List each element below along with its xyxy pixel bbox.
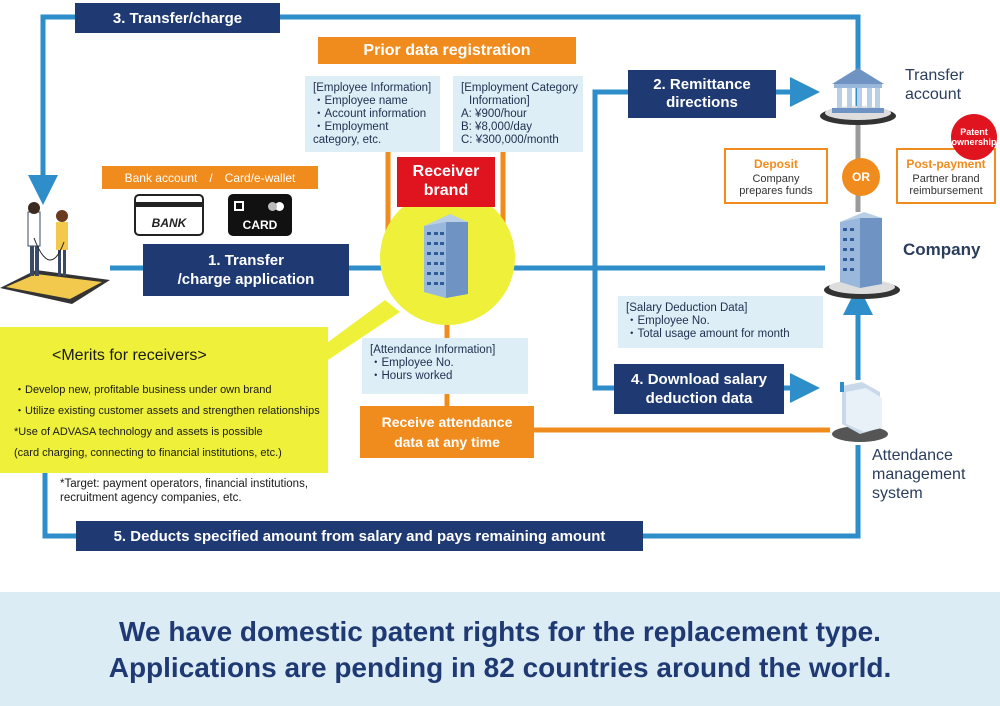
step-2-remittance-directions: 2. Remittance directions	[628, 70, 776, 118]
merit-item: *Use of ADVASA technology and assets is …	[14, 426, 263, 438]
merit-item: ・Utilize existing customer assets and st…	[14, 405, 320, 417]
attendance-info-box: [Attendance Information] ・Employee No. ・…	[362, 338, 528, 394]
salary-deduction-line: ・Employee No.	[626, 315, 710, 327]
prior-registration-title: Prior data registration	[318, 37, 576, 64]
receiver-building-icon	[424, 214, 468, 298]
payment-methods-label: Bank account / Card/e-wallet	[102, 166, 318, 189]
salary-deduction-box: [Salary Deduction Data] ・Employee No. ・T…	[618, 296, 823, 348]
merits-connector	[320, 300, 400, 360]
employee-info-line: ・Employee name	[313, 95, 408, 107]
merit-item: (card charging, connecting to financial …	[14, 447, 282, 459]
attendance-info-line: ・Hours worked	[370, 370, 453, 382]
attendance-folder-icon	[832, 382, 888, 442]
post-payment-title: Post-payment	[906, 157, 986, 171]
target-note: *Target: payment operators, financial in…	[60, 478, 309, 504]
merits-title: <Merits for receivers>	[52, 347, 207, 364]
smartphone-users-icon	[0, 202, 110, 304]
credit-card-icon: CARD	[228, 194, 292, 236]
bank-icon	[820, 68, 896, 125]
employee-info-line: [Employee Information]	[313, 82, 432, 94]
attendance-info-line: [Attendance Information]	[370, 344, 496, 356]
company-label: Company	[903, 240, 981, 259]
receiver-brand-label: Receiver brand	[397, 157, 495, 207]
merits-box: <Merits for receivers> ・Develop new, pro…	[0, 327, 328, 473]
attendance-system-label: Attendance management system	[872, 447, 966, 502]
transfer-account-label: Transfer account	[905, 67, 964, 103]
step-4-download-data: 4. Download salary deduction data	[614, 364, 784, 414]
category-info-line: [Employment Category	[461, 82, 578, 94]
step-5-deducts: 5. Deducts specified amount from salary …	[76, 521, 643, 551]
or-badge: OR	[842, 158, 880, 196]
patent-ownership-badge: Patent ownership	[951, 114, 997, 160]
salary-deduction-line: ・Total usage amount for month	[626, 328, 790, 340]
deposit-title: Deposit	[753, 157, 798, 171]
deposit-desc: Company prepares funds	[739, 173, 813, 197]
bank-card-text: BANK	[151, 216, 187, 230]
post-payment-desc: Partner brand reimbursement	[909, 173, 983, 197]
category-info-line: B: ¥8,000/day	[461, 121, 532, 133]
employee-info-line: ・Employment	[313, 121, 389, 133]
category-info-line: A: ¥900/hour	[461, 108, 527, 120]
banner-line-2: Applications are pending in 82 countries…	[108, 652, 892, 683]
category-info-box: [Employment Category Information] A: ¥90…	[453, 76, 583, 152]
attendance-info-line: ・Employee No.	[370, 357, 454, 369]
patent-banner: We have domestic patent rights for the r…	[0, 592, 1000, 706]
step-3-transfer-charge: 3. Transfer/charge	[75, 3, 280, 33]
deposit-box: Deposit Company prepares funds	[724, 148, 828, 204]
receive-attendance-label: Receive attendance data at any time	[360, 406, 534, 458]
credit-card-text: CARD	[242, 218, 278, 232]
company-building-icon	[824, 212, 900, 299]
category-info-line: C: ¥300,000/month	[461, 134, 559, 146]
category-info-line: Information]	[469, 95, 530, 107]
step-1-transfer-application: 1. Transfer /charge application	[143, 244, 349, 296]
banner-line-1: We have domestic patent rights for the r…	[119, 616, 881, 647]
salary-deduction-line: [Salary Deduction Data]	[626, 302, 748, 314]
employee-info-line: ・Account information	[313, 108, 427, 120]
employee-info-box: [Employee Information] ・Employee name ・A…	[305, 76, 440, 152]
bank-card-icon: BANK	[134, 194, 204, 236]
merit-item: ・Develop new, profitable business under …	[14, 384, 272, 396]
employee-info-line: category, etc.	[313, 134, 382, 146]
